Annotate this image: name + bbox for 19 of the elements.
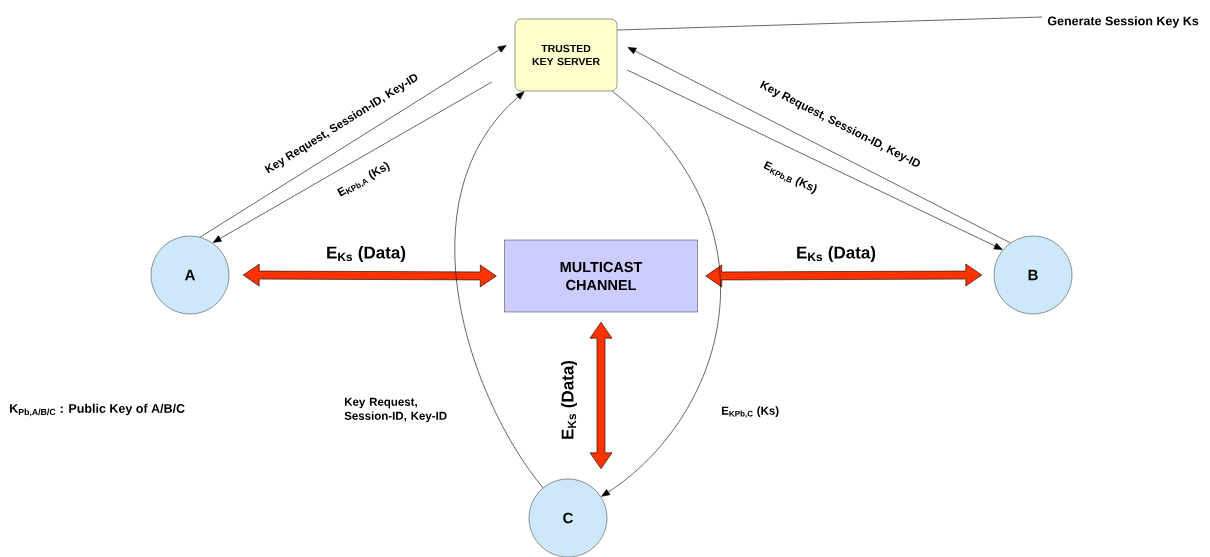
- channel-box: MULTICAST CHANNEL: [504, 239, 698, 313]
- arrow: [626, 69, 1003, 250]
- leader-line: [616, 16, 1043, 31]
- note-text: K$_{Pb,A/B/C}$ : Public Key of A/B/C: [10, 403, 185, 417]
- edge-label: E$_{Ks}$ (Data): [561, 360, 577, 439]
- note-text: Generate Session Key Ks: [1047, 16, 1199, 28]
- edge-label: E$_{Ks}$ (Data): [797, 246, 876, 262]
- edge-label: Key Request, Session-ID, Key-ID: [344, 397, 447, 423]
- double-arrow: [705, 263, 983, 288]
- server-box: TRUSTED KEY SERVER: [514, 18, 618, 92]
- double-arrow: [242, 263, 497, 288]
- arrow: [212, 81, 493, 243]
- arrow: [199, 45, 507, 238]
- double-arrow: [589, 321, 613, 470]
- curved-arrow: [454, 91, 544, 489]
- curved-arrow: [601, 90, 721, 497]
- edge-label: E$_{KPb,C}$ (Ks): [722, 406, 779, 418]
- arrow: [627, 47, 1011, 244]
- edge-label: E$_{Ks}$ (Data): [327, 246, 406, 262]
